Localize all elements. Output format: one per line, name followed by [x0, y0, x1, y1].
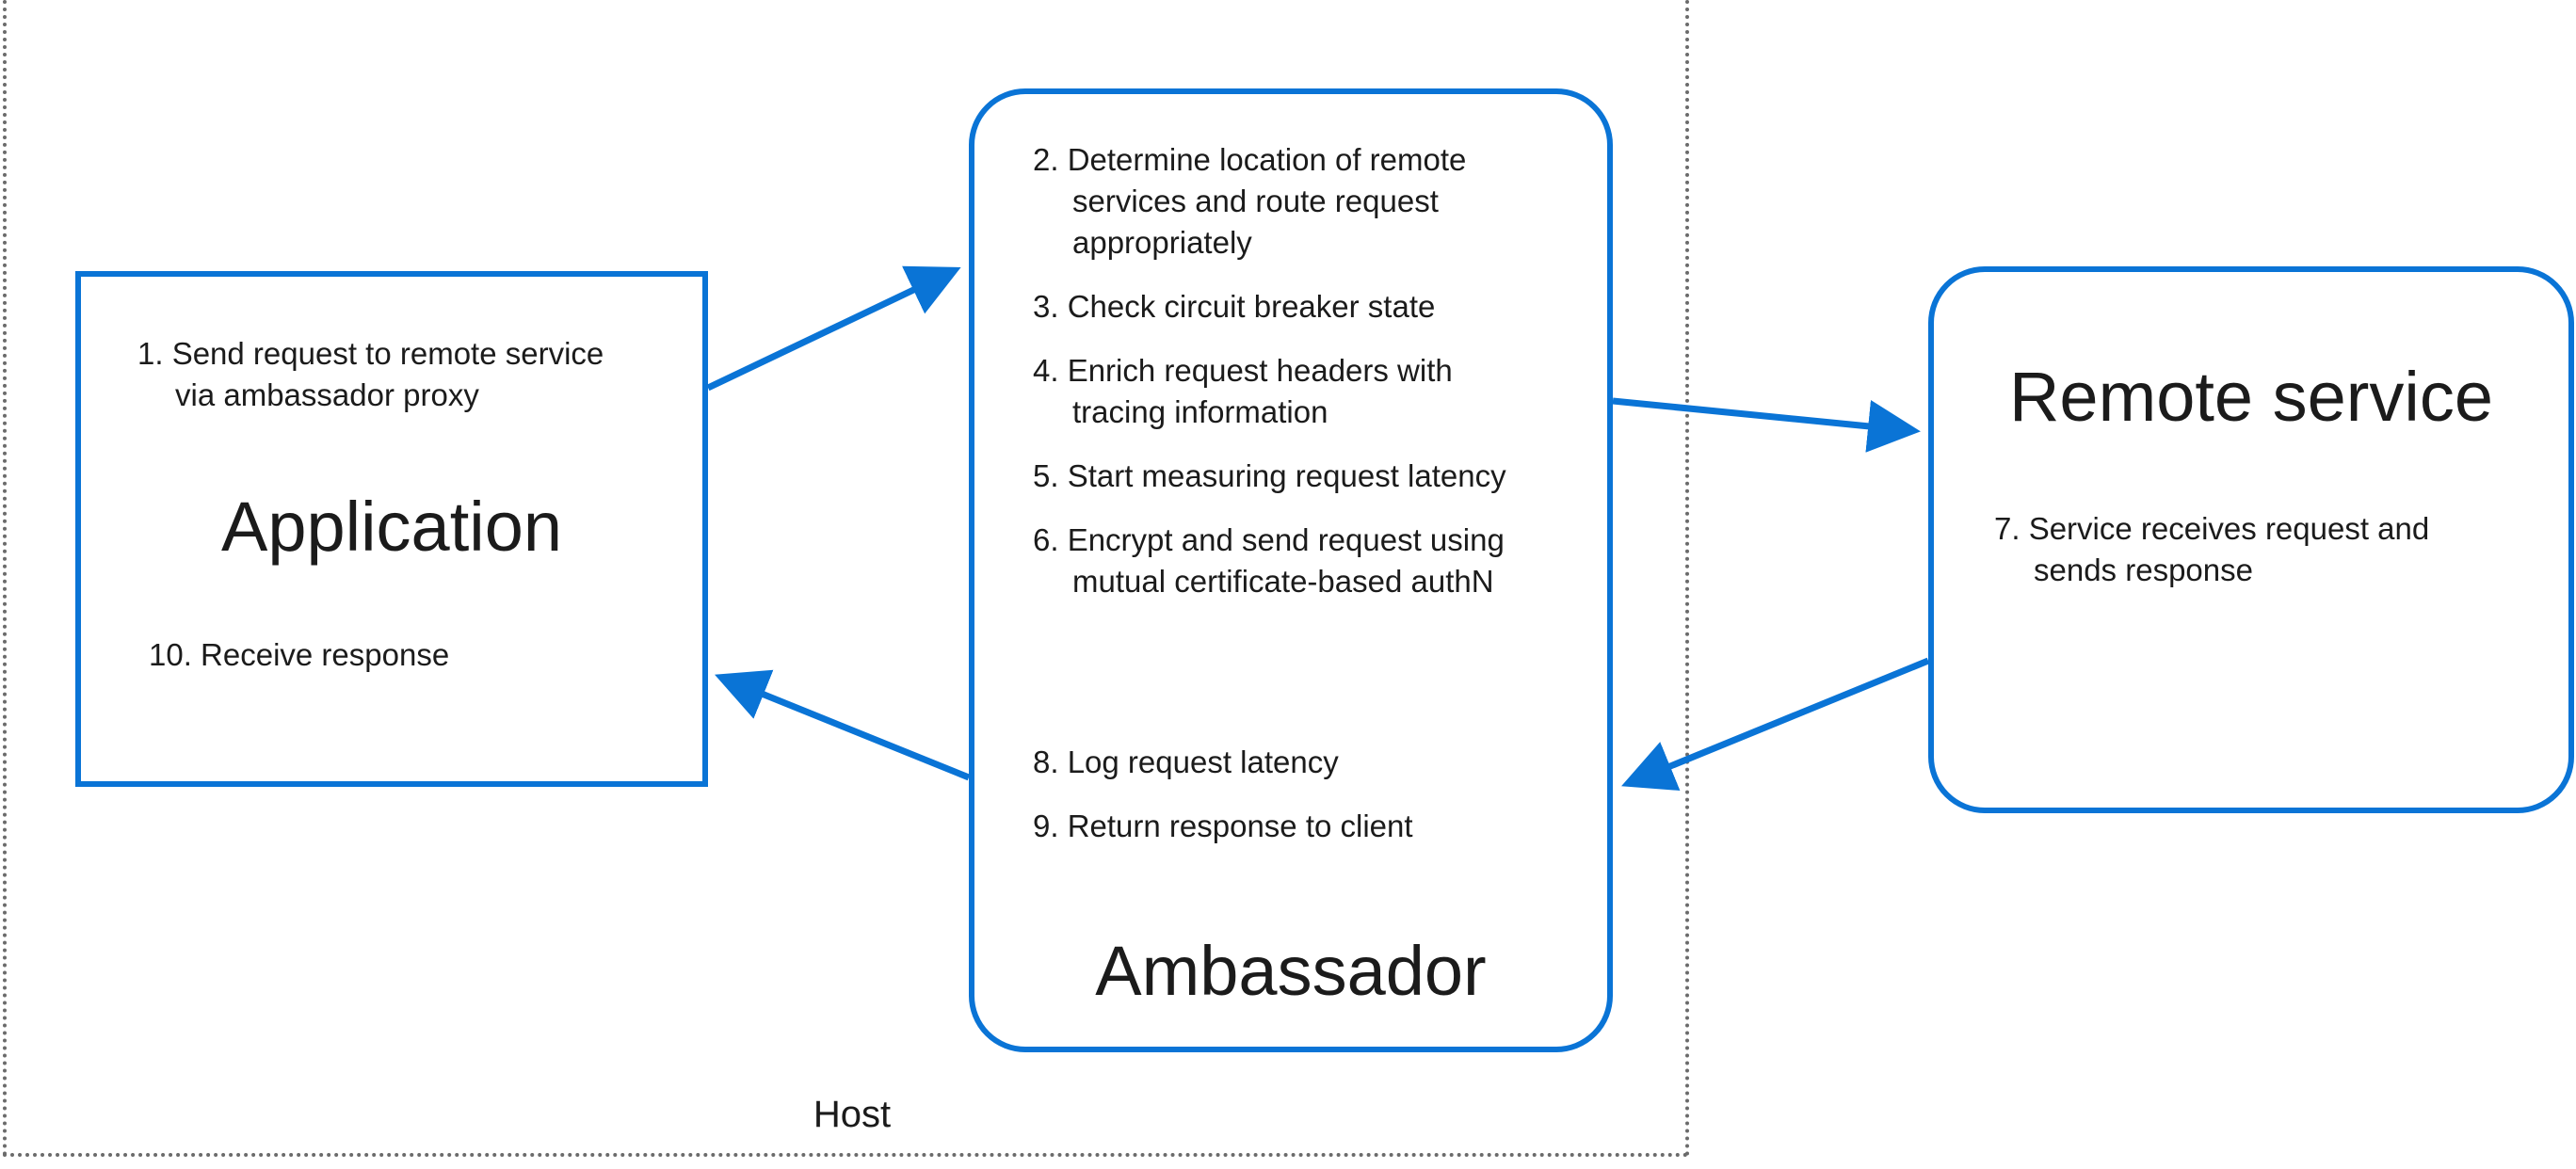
- ambassador-step9: 9. Return response to client: [1033, 809, 1413, 843]
- remote-service-box: [1928, 266, 2574, 813]
- ambassador-step4-line1: 4. Enrich request headers with: [1033, 353, 1453, 388]
- remote-step7-line2: sends response: [2034, 552, 2253, 587]
- ambassador-step5: 5. Start measuring request latency: [1033, 458, 1506, 493]
- ambassador-step2-line2: services and route request: [1072, 184, 1439, 218]
- ambassador-step8: 8. Log request latency: [1033, 745, 1339, 779]
- ambassador-step2-line1: 2. Determine location of remote: [1033, 142, 1467, 177]
- ambassador-step6-line2: mutual certificate-based authN: [1072, 564, 1494, 599]
- application-step1-line2: via ambassador proxy: [175, 377, 479, 412]
- ambassador-step3: 3. Check circuit breaker state: [1033, 289, 1436, 324]
- application-title: Application: [220, 488, 562, 566]
- host-boundary: [3, 0, 1689, 1157]
- application-step1-line1: 1. Send request to remote service: [137, 336, 604, 371]
- host-label: Host: [813, 1094, 892, 1135]
- ambassador-title: Ambassador: [1095, 932, 1487, 1010]
- remote-service-title: Remote service: [2008, 358, 2494, 436]
- ambassador-step4-line2: tracing information: [1072, 394, 1328, 429]
- ambassador-step6-line1: 6. Encrypt and send request using: [1033, 522, 1505, 557]
- application-box: [75, 271, 708, 787]
- remote-step7-line1: 7. Service receives request and: [1994, 511, 2430, 546]
- application-step10: 10. Receive response: [149, 637, 450, 672]
- ambassador-step2-line3: appropriately: [1072, 225, 1252, 260]
- ambassador-box: [969, 88, 1613, 1052]
